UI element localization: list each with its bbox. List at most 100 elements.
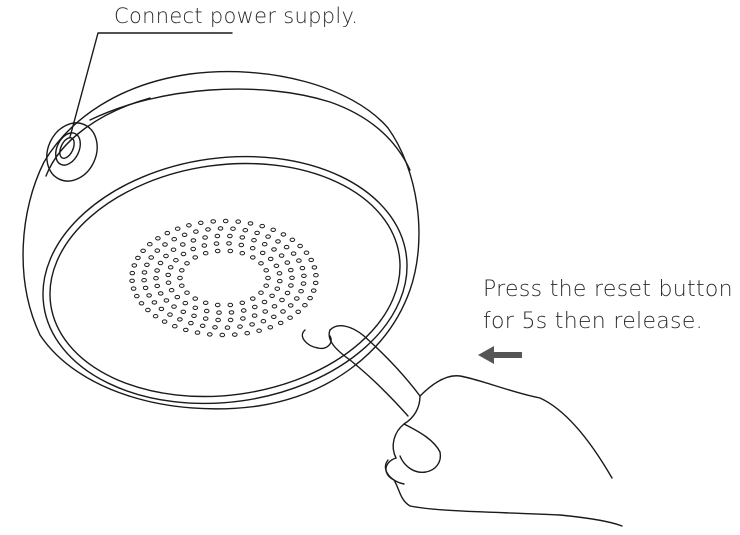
- speaker-hole: [298, 289, 304, 294]
- speaker-hole: [296, 258, 302, 263]
- speaker-hole: [140, 248, 146, 254]
- speaker-hole: [294, 296, 300, 301]
- speaker-hole: [219, 332, 226, 338]
- speaker-hole: [145, 307, 151, 313]
- speaker-hole: [129, 278, 135, 283]
- speaker-hole: [214, 248, 221, 254]
- speaker-hole: [274, 286, 281, 291]
- speaker-hole: [232, 332, 238, 337]
- annotation-power: Connect power supply.: [114, 4, 359, 28]
- speaker-hole: [177, 275, 183, 281]
- speaker-hole: [239, 235, 246, 240]
- speaker-hole: [279, 297, 285, 303]
- speaker-hole: [258, 290, 264, 295]
- speaker-hole: [154, 283, 160, 289]
- speaker-hole: [167, 312, 173, 317]
- speaker-hole: [240, 316, 246, 321]
- speaker-hole: [165, 280, 172, 285]
- speaker-hole: [198, 220, 204, 226]
- speaker-hole: [147, 242, 153, 247]
- speaker-hole: [202, 300, 209, 305]
- speaker-hole: [280, 309, 286, 314]
- speaker-hole: [214, 233, 221, 239]
- speaker-hole: [239, 251, 246, 256]
- speaker-hole: [173, 258, 179, 263]
- speaker-hole: [190, 246, 196, 252]
- speaker-hole: [215, 317, 221, 323]
- speaker-hole: [263, 268, 270, 273]
- device-rim: [89, 88, 411, 171]
- speaker-hole: [213, 241, 220, 246]
- speaker-hole: [192, 255, 198, 260]
- speaker-hole: [182, 300, 189, 306]
- device-face-inner: [49, 162, 401, 398]
- speaker-hole: [141, 278, 147, 283]
- speaker-hole: [174, 226, 181, 231]
- speaker-hole: [179, 283, 185, 288]
- speaker-hole: [151, 300, 158, 305]
- speaker-hole: [249, 246, 256, 251]
- speaker-hole: [261, 299, 268, 305]
- speaker-hole: [202, 316, 209, 321]
- speaker-hole: [265, 234, 271, 239]
- speaker-hole: [188, 320, 194, 326]
- speaker-hole: [153, 276, 159, 281]
- speaker-hole: [167, 265, 174, 270]
- speaker-hole: [267, 256, 274, 262]
- speaker-hole: [161, 319, 168, 324]
- speaker-hole: [288, 267, 294, 273]
- speaker-hole: [287, 303, 294, 308]
- speaker-hole: [278, 253, 285, 258]
- speaker-hole: [270, 227, 277, 233]
- speaker-hole: [202, 251, 209, 256]
- speaker-hole: [226, 241, 232, 246]
- speaker-hole: [194, 330, 201, 335]
- speaker-hole: [302, 303, 308, 308]
- speaker-hole: [144, 262, 150, 267]
- speaker-hole: [171, 237, 177, 242]
- speaker-hole: [265, 275, 271, 281]
- speaker-hole: [180, 309, 187, 314]
- speaker-hole: [251, 313, 258, 318]
- speaker-hole: [300, 281, 307, 286]
- speaker-hole: [179, 268, 185, 273]
- speaker-hole: [141, 270, 148, 275]
- speaker-hole: [172, 324, 178, 329]
- speaker-hole: [135, 255, 141, 261]
- speaker-hole: [164, 230, 171, 236]
- speaker-hole: [250, 255, 256, 260]
- speaker-hole: [207, 332, 213, 337]
- speaker-hole: [290, 251, 297, 256]
- device-side-band: [45, 97, 151, 177]
- speaker-hole: [259, 250, 266, 256]
- speaker-hole: [214, 302, 221, 308]
- speaker-hole: [271, 304, 278, 309]
- speaker-hole: [277, 320, 284, 326]
- speaker-hole: [301, 273, 307, 278]
- speaker-hole: [311, 265, 318, 270]
- speaker-hole: [216, 310, 222, 315]
- speaker-hole: [289, 237, 296, 243]
- speaker-hole: [240, 308, 247, 313]
- speaker-hole: [134, 293, 140, 299]
- speaker-hole: [269, 293, 275, 298]
- speaker-hole: [283, 244, 290, 250]
- speaker-hole: [201, 243, 208, 248]
- speaker-hole: [222, 218, 229, 224]
- speaker-hole: [250, 296, 256, 301]
- speaker-hole: [184, 261, 190, 266]
- speaker-hole: [244, 331, 250, 336]
- speaker-hole: [131, 263, 138, 268]
- speaker-hole: [249, 322, 255, 327]
- speaker-hole: [129, 270, 136, 276]
- speaker-hole: [251, 238, 257, 243]
- speaker-hole: [183, 327, 189, 333]
- speaker-hole: [217, 226, 224, 231]
- speaker-hole: [284, 260, 291, 265]
- speaker-hole: [259, 223, 266, 229]
- speaker-hole: [184, 290, 190, 295]
- speaker-hole: [138, 301, 145, 306]
- speaker-grille: [129, 218, 319, 338]
- speaker-hole: [155, 236, 161, 241]
- speaker-hole: [295, 309, 302, 314]
